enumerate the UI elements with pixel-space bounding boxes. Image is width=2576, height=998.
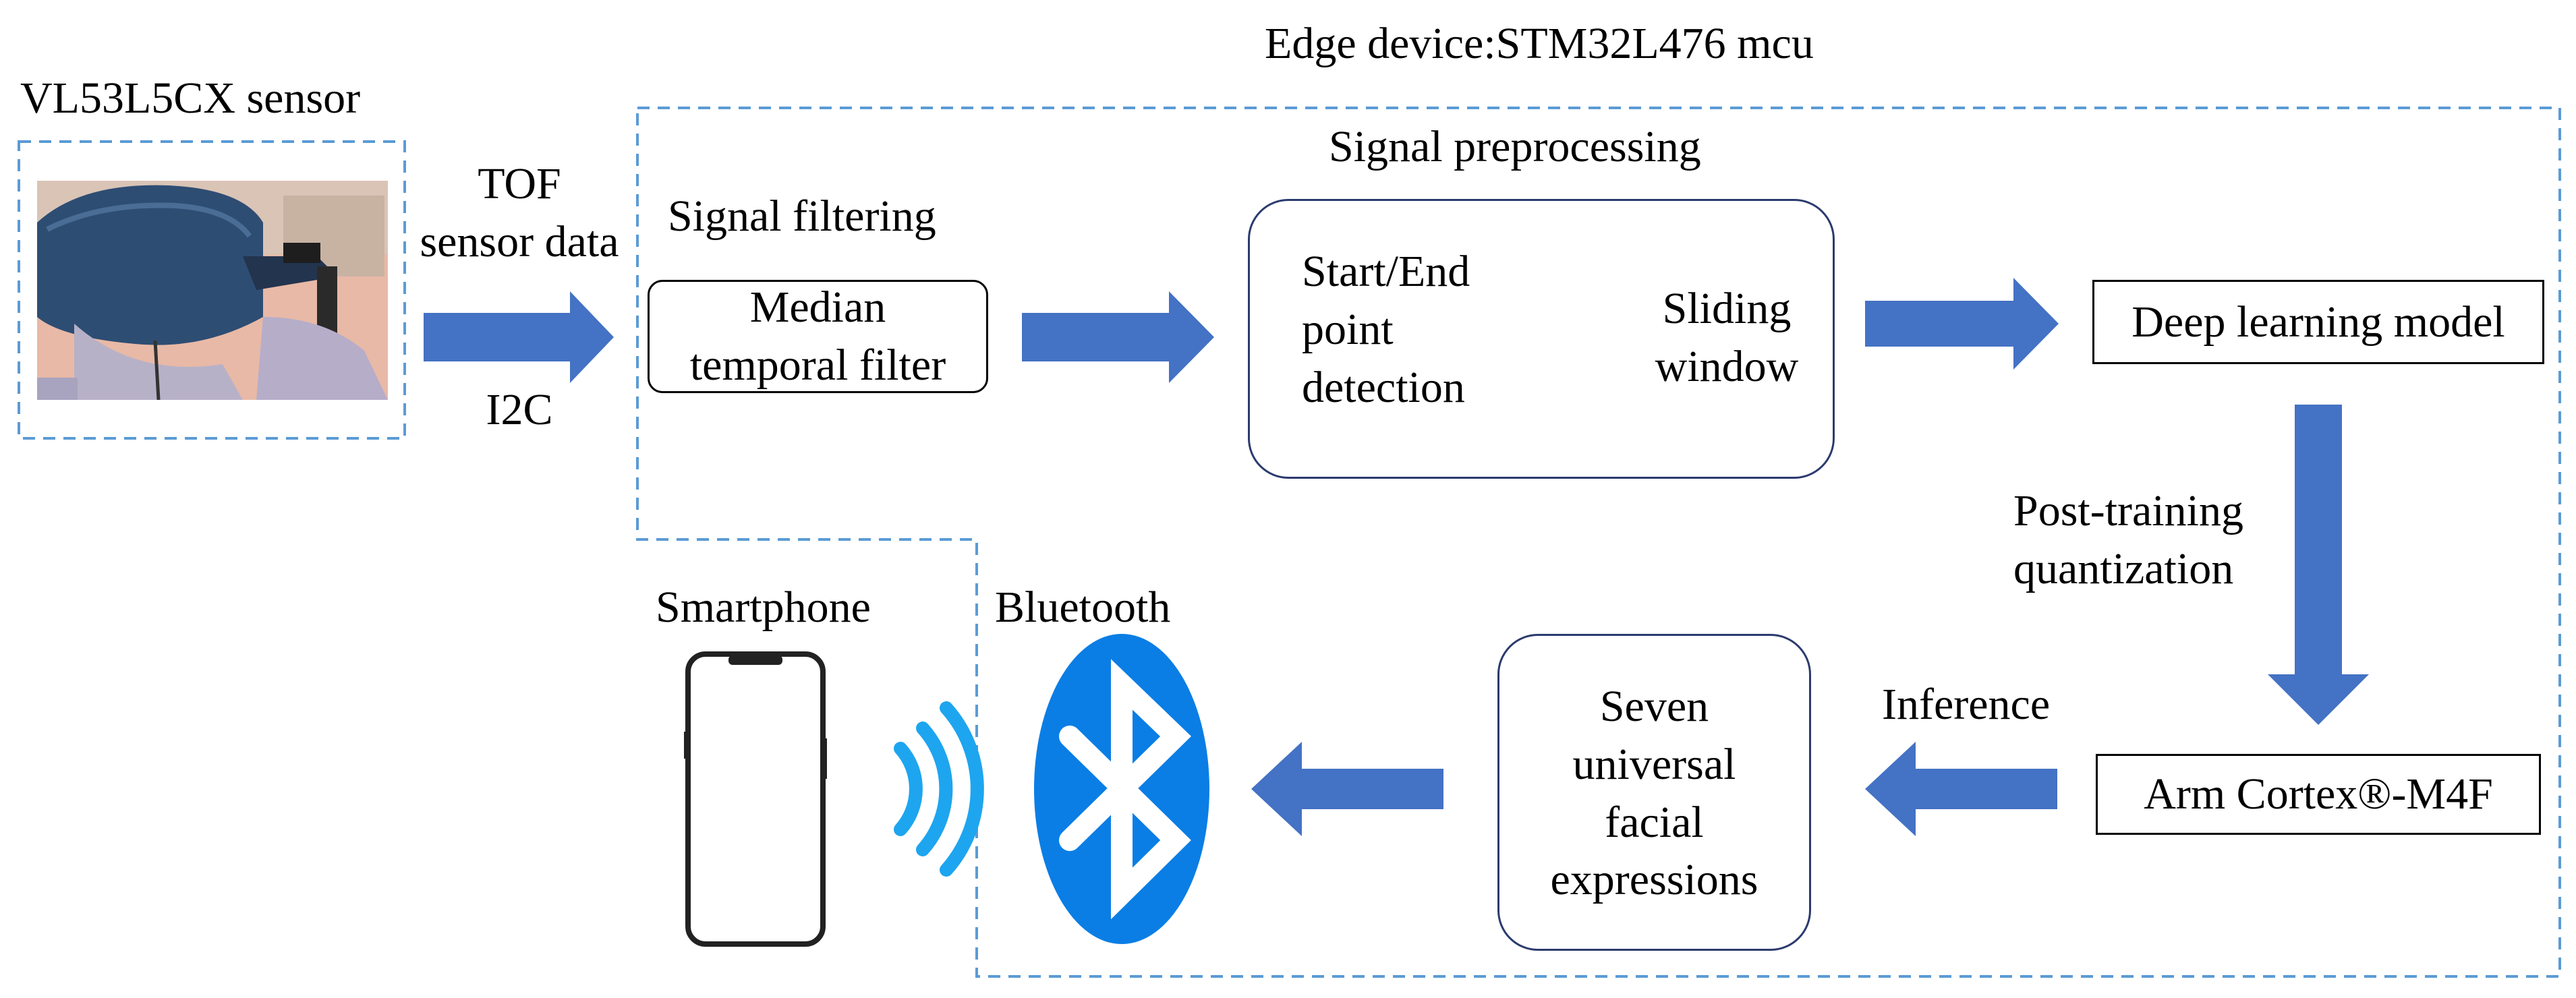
output-line2: universal [1572, 739, 1736, 789]
mcu-box: Arm Cortex®-M4F [2096, 754, 2541, 835]
bluetooth-label: Bluetooth [995, 583, 1171, 632]
edge-device-dashed-region [636, 107, 2561, 978]
inference-label: Inference [1882, 680, 2051, 729]
sensor-photo [37, 181, 388, 401]
smartphone-icon [684, 651, 827, 947]
detection-line3: detection [1302, 362, 1465, 412]
sliding-window-label: Sliding window [1632, 280, 1821, 396]
median-filter-line1: Median [749, 283, 886, 332]
tof-label: TOF sensor data [408, 155, 631, 271]
sliding-window-line1: Sliding [1662, 284, 1792, 333]
output-line3: facial [1605, 797, 1704, 847]
quantization-line2: quantization [2013, 544, 2234, 593]
bluetooth-icon [1034, 634, 1209, 944]
sensor-title: VL53L5CX sensor [20, 74, 361, 123]
smartphone-label: Smartphone [656, 583, 871, 632]
quantization-label: Post-training quantization [2013, 482, 2243, 598]
edge-device-title: Edge device:STM32L476 mcu [1265, 19, 1814, 68]
output-line1: Seven [1599, 682, 1709, 731]
arrow-preprocessing-to-model [1865, 278, 2059, 370]
preprocessing-box [1248, 199, 1835, 479]
arrow-sensor-to-filter [424, 291, 614, 383]
output-box [1497, 634, 1811, 951]
detection-line2: point [1302, 304, 1394, 354]
arrow-output-to-bluetooth [1251, 742, 1443, 836]
signal-filtering-title: Signal filtering [668, 192, 936, 241]
arrow-filter-to-detection [1022, 291, 1214, 383]
sliding-window-line2: window [1655, 341, 1799, 391]
wireless-waves-icon [894, 701, 984, 877]
start-end-detection-label: Start/End point detection [1302, 243, 1470, 416]
detection-line1: Start/End [1302, 247, 1470, 296]
deep-learning-model-box: Deep learning model [2092, 280, 2544, 364]
quantization-line1: Post-training [2013, 486, 2243, 535]
tof-label-line2: sensor data [420, 216, 619, 266]
i2c-label: I2C [486, 385, 553, 434]
output-label: Seven universal facial expressions [1497, 678, 1811, 909]
arrow-model-to-mcu [2268, 405, 2369, 725]
tof-label-line1: TOF [478, 159, 561, 208]
output-line4: expressions [1550, 855, 1758, 905]
signal-preprocessing-title: Signal preprocessing [1329, 122, 1701, 171]
sensor-dashed-frame [18, 140, 406, 440]
median-filter-line2: temporal filter [689, 341, 946, 390]
arrow-mcu-to-output [1865, 742, 2057, 836]
median-filter-box: Median temporal filter [648, 280, 988, 393]
